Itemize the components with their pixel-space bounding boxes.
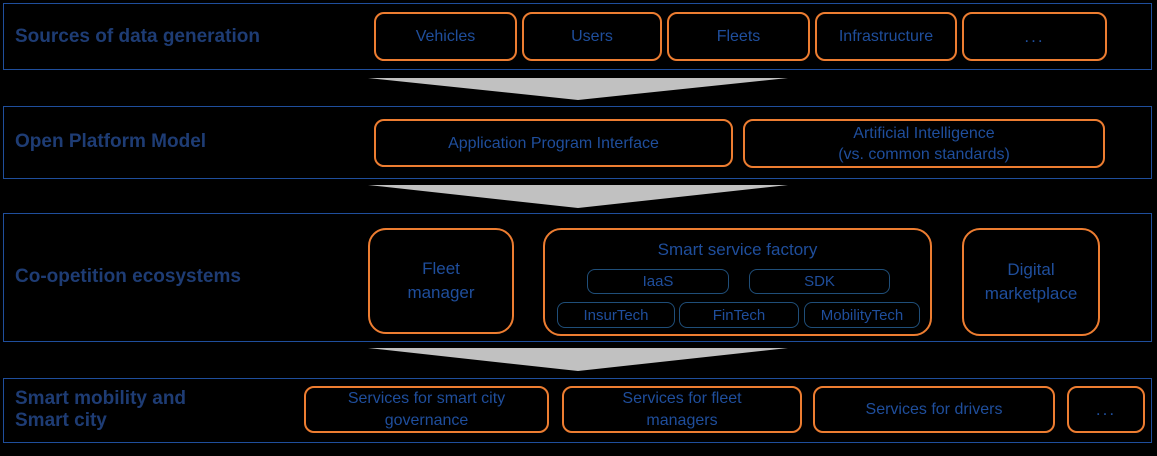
box-sdk-label: SDK: [804, 273, 835, 290]
box-mobilitytech: MobilityTech: [804, 302, 920, 328]
box-ai: Artificial Intelligence (vs. common stan…: [743, 119, 1105, 168]
band-sources: [3, 3, 1152, 70]
box-vehicles-label: Vehicles: [415, 28, 476, 45]
box-insurtech: InsurTech: [557, 302, 675, 328]
smart-service-factory-title: Smart service factory: [657, 240, 818, 259]
box-api-label: Application Program Interface: [448, 134, 659, 152]
box-ai-label: Artificial Intelligence: [853, 124, 995, 142]
box-insurtech-label: InsurTech: [583, 306, 649, 324]
box-services-ellipsis: ...: [1067, 386, 1145, 433]
box-smart-service-factory: Smart service factory IaaS SDK InsurTech…: [543, 228, 932, 336]
box-fintech: FinTech: [679, 302, 799, 328]
band-smart-mobility-label: Smart mobility and Smart city: [15, 388, 187, 431]
box-fintech-label: FinTech: [712, 306, 766, 324]
down-arrow-icon: [368, 348, 788, 371]
box-digital-marketplace-label: Digital marketplace: [984, 260, 1078, 303]
box-services-fleet-managers-label: Services for fleet managers: [622, 389, 742, 429]
box-services-smart-city: Services for smart city governance: [304, 386, 549, 433]
box-sources-ellipsis-label: ...: [1024, 27, 1045, 46]
box-users: Users: [522, 12, 662, 61]
down-arrow-icon: [368, 78, 788, 100]
box-fleet-manager: Fleet manager: [368, 228, 514, 334]
band-open-platform: [3, 106, 1152, 179]
box-infrastructure-label: Infrastructure: [838, 28, 934, 45]
box-sdk: SDK: [749, 269, 890, 294]
band-coopetition-label: Co-opetition ecosystems: [15, 266, 241, 287]
box-services-ellipsis-label: ...: [1095, 400, 1117, 419]
box-iaas: IaaS: [587, 269, 729, 294]
box-sources-ellipsis: ...: [962, 12, 1107, 61]
box-infrastructure: Infrastructure: [815, 12, 957, 61]
down-arrow-icon: [368, 185, 788, 208]
band-sources-label: Sources of data generation: [15, 26, 260, 47]
band-smart-mobility: [3, 378, 1152, 443]
box-iaas-label: IaaS: [642, 273, 674, 290]
box-fleets: Fleets: [667, 12, 810, 61]
box-mobilitytech-label: MobilityTech: [820, 306, 904, 324]
box-services-fleet-managers: Services for fleet managers: [562, 386, 802, 433]
box-api: Application Program Interface: [374, 119, 733, 167]
band-coopetition: [3, 213, 1152, 342]
box-users-label: Users: [571, 28, 613, 45]
box-services-smart-city-label: Services for smart city governance: [347, 389, 506, 429]
box-ai-sublabel: (vs. common standards): [838, 145, 1010, 163]
box-fleets-label: Fleets: [716, 28, 761, 45]
box-services-drivers: Services for drivers: [813, 386, 1055, 433]
box-digital-marketplace: Digital marketplace: [962, 228, 1100, 336]
box-services-drivers-label: Services for drivers: [865, 401, 1003, 418]
box-vehicles: Vehicles: [374, 12, 517, 61]
band-open-platform-label: Open Platform Model: [15, 131, 207, 152]
box-fleet-manager-label: Fleet manager: [407, 259, 475, 302]
